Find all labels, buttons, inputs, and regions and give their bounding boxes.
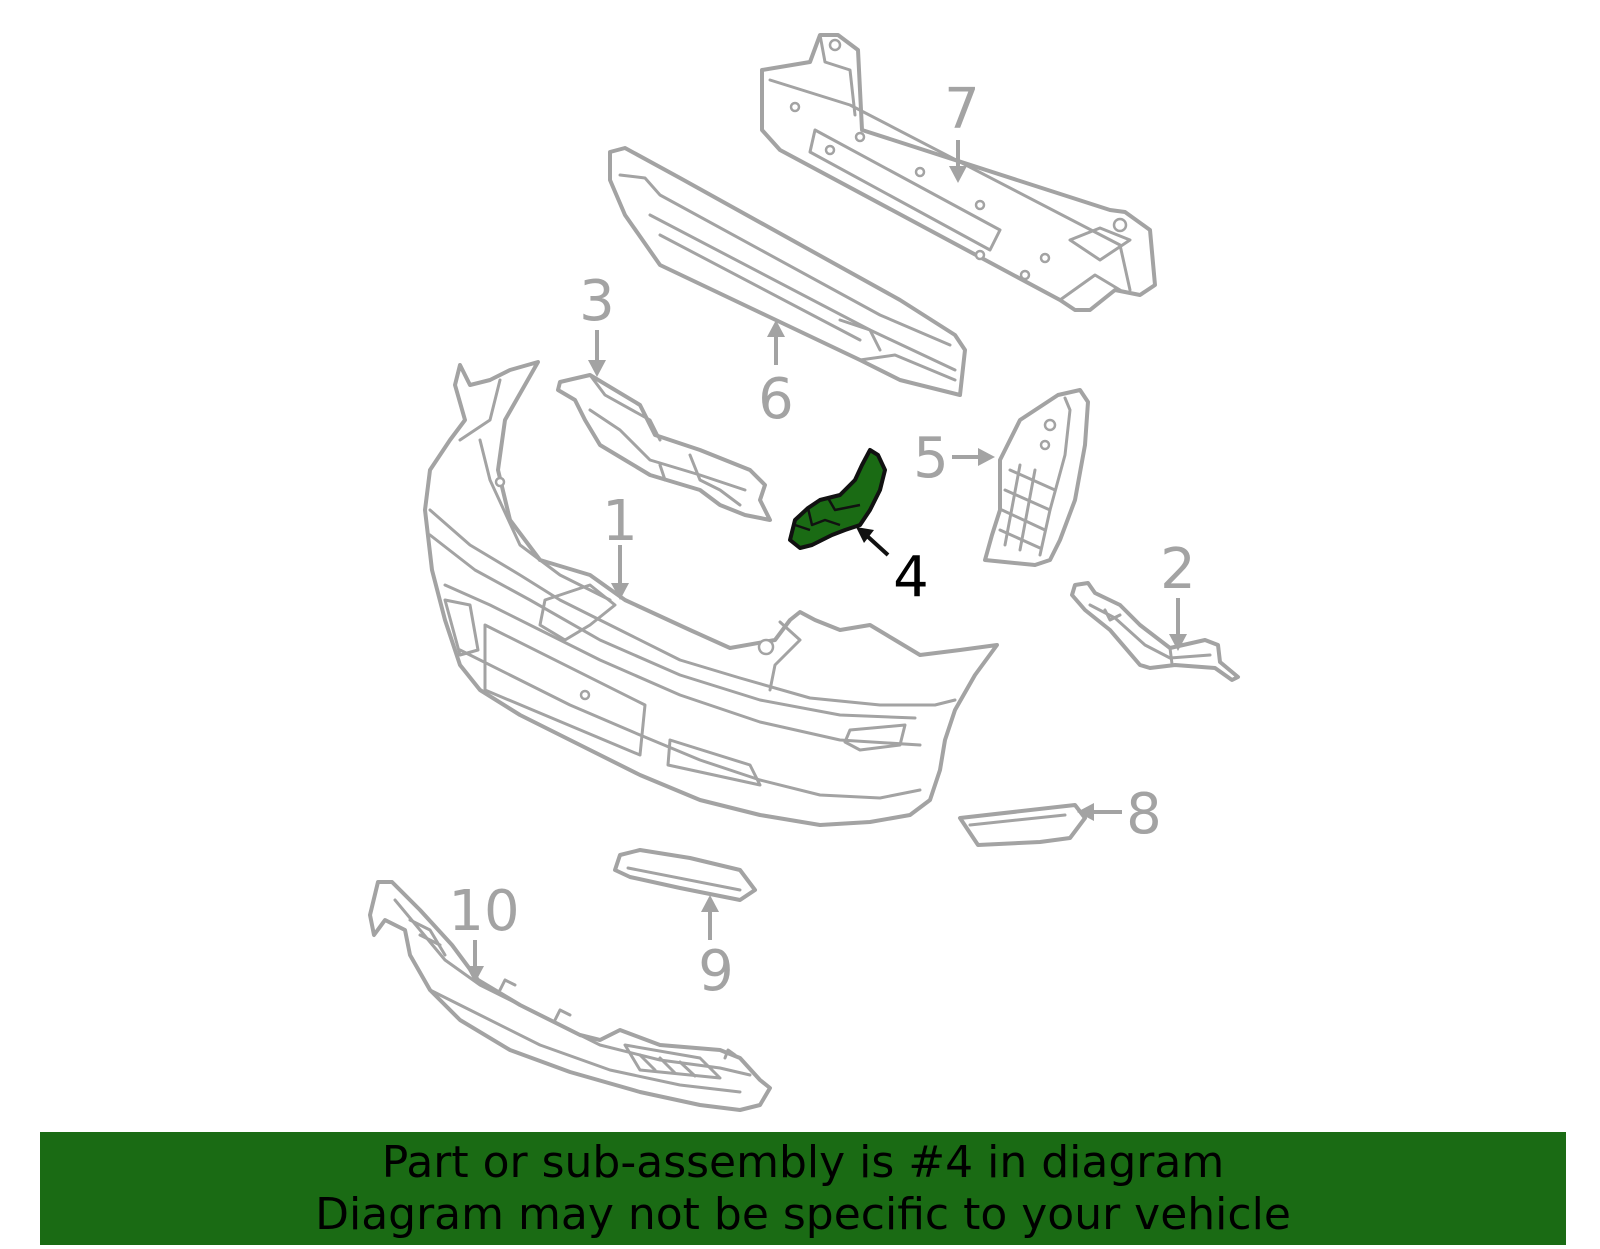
callout-8-label: 8 bbox=[1126, 782, 1162, 847]
part-2-bracket[interactable] bbox=[1070, 581, 1240, 682]
callout-9-label: 9 bbox=[698, 939, 734, 1004]
part-6-energy-absorber[interactable] bbox=[608, 146, 967, 397]
callout-4-label: 4 bbox=[893, 545, 929, 610]
part-3-bracket[interactable] bbox=[556, 373, 772, 522]
callout-7-label: 7 bbox=[944, 77, 980, 142]
callout-5-label: 5 bbox=[913, 426, 949, 491]
callout-8: 8 bbox=[1077, 782, 1162, 847]
info-banner: Part or sub-assembly is #4 in diagram Di… bbox=[40, 1132, 1566, 1245]
part-10-lower-grille[interactable] bbox=[368, 880, 772, 1112]
callout-5: 5 bbox=[913, 426, 995, 491]
callout-10: 10 bbox=[448, 879, 520, 983]
callout-7: 7 bbox=[944, 77, 980, 183]
callout-3-label: 3 bbox=[579, 269, 615, 334]
callout-10-label: 10 bbox=[448, 879, 519, 944]
callout-9: 9 bbox=[698, 895, 734, 1004]
banner-line-2: Diagram may not be specific to your vehi… bbox=[315, 1188, 1291, 1240]
callout-1: 1 bbox=[602, 489, 638, 600]
part-5-side-bracket[interactable] bbox=[983, 388, 1090, 567]
callout-2-label: 2 bbox=[1160, 537, 1196, 602]
part-4-highlighted-bracket[interactable] bbox=[788, 448, 887, 550]
part-1-bumper-cover[interactable] bbox=[423, 360, 999, 827]
callout-2: 2 bbox=[1160, 537, 1196, 651]
callout-6: 6 bbox=[758, 320, 794, 432]
callout-6-label: 6 bbox=[758, 367, 794, 432]
callout-4: 4 bbox=[856, 527, 929, 610]
callout-1-label: 1 bbox=[602, 489, 638, 554]
part-8-molding[interactable] bbox=[958, 803, 1087, 847]
callout-3: 3 bbox=[579, 269, 615, 377]
part-9-molding[interactable] bbox=[613, 848, 757, 902]
banner-line-1: Part or sub-assembly is #4 in diagram bbox=[381, 1136, 1225, 1188]
